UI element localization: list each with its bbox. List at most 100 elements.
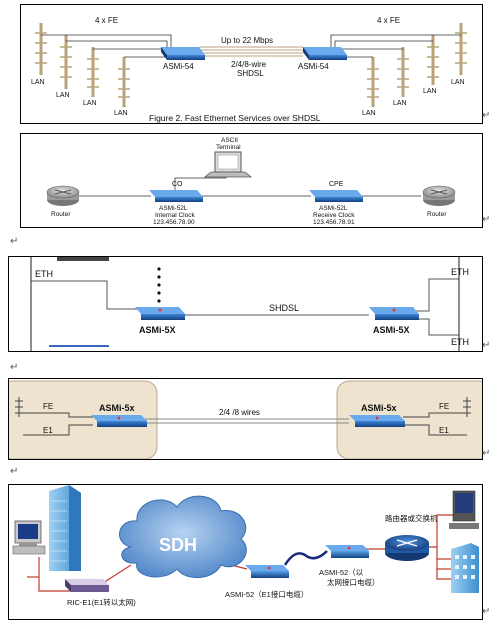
- device-right-label: ASMi-54: [298, 62, 329, 71]
- paragraph-mark: ↵: [482, 340, 491, 351]
- top-edge-bar: [57, 257, 109, 261]
- right-computer-icon: [449, 490, 479, 529]
- dotted-line: [157, 267, 161, 303]
- paragraph-mark: ↵: [10, 466, 19, 477]
- lan-label: LAN: [393, 100, 407, 107]
- terminal-label-1: ASCII: [221, 137, 238, 144]
- asmi52-e1-label: ASMI-52（E1接口电缆）: [225, 589, 308, 599]
- sdh-cloud-icon: [119, 495, 247, 578]
- panel-asmi5x-eth: ETH ETH ETH SHDSL ASMi-5X ASMi-5X: [8, 256, 483, 352]
- left-links: [15, 397, 93, 436]
- device-left-label: ASMi-5x: [99, 403, 135, 413]
- wire-label-2: SHDSL: [237, 69, 264, 78]
- paragraph-mark: ↵: [482, 448, 491, 459]
- eth-left-label: ETH: [35, 269, 53, 279]
- eth-right-top-label: ETH: [451, 267, 469, 277]
- eth-lines: [31, 278, 459, 336]
- paragraph-mark: ↵: [10, 362, 19, 373]
- right-links: [403, 397, 471, 436]
- device-right-label: ASMi-5x: [361, 403, 397, 413]
- asmi52-eth-label-1: ASMI-52（以: [319, 568, 364, 577]
- right-lan-poles: [371, 23, 463, 107]
- device-right-label: ASMi-5X: [373, 325, 410, 335]
- co-label: CO: [172, 181, 183, 188]
- asmi5x-right-device: [369, 307, 419, 320]
- ric-e1-device-icon: [65, 579, 109, 592]
- fe-right-label: FE: [439, 402, 449, 411]
- router-right-label: Router: [427, 211, 447, 218]
- wire-pair: [145, 418, 349, 424]
- bottom-edge-bar: [49, 345, 109, 347]
- router-left-icon: [46, 185, 80, 206]
- co-number: 123.456.78.90: [153, 219, 195, 226]
- wires-label: 2/4 /8 wires: [219, 408, 260, 417]
- fe-left-label: 4 x FE: [95, 16, 118, 25]
- lan-label: LAN: [423, 88, 437, 95]
- panel-asmi5x-fe-e1: FE E1 FE E1 ASMi-5x ASMi-5x 2/4 /8 wires: [8, 378, 483, 460]
- right-lan-ticks: [367, 32, 467, 98]
- shdsl-label: SHDSL: [269, 303, 299, 313]
- lan-label: LAN: [114, 110, 128, 117]
- panel-fast-ethernet-shdsl: 4 x FE 4 x FE Up to 22 Mbps 2/4/8-wire S…: [20, 4, 483, 124]
- cpe-label: CPE: [329, 181, 344, 188]
- figure-caption: Figure 2. Fast Ethernet Services over SH…: [149, 113, 321, 123]
- paragraph-mark: ↵: [482, 214, 491, 225]
- e1-right-label: E1: [439, 426, 449, 435]
- router-right-icon: [422, 185, 456, 206]
- asmi5x-left-device: [91, 415, 147, 427]
- diagram-fe-e1: FE E1 FE E1 ASMi-5x ASMi-5x 2/4 /8 wires: [9, 380, 482, 459]
- paragraph-mark: ↵: [10, 236, 19, 247]
- panel-sdh-network: SDH RIC-E1(E1转以太网) ASMI-52（E1接口电缆） ASMI-…: [8, 484, 483, 620]
- eth-right-bottom-label: ETH: [451, 337, 469, 347]
- diagram-fe-shdsl: 4 x FE 4 x FE Up to 22 Mbps 2/4/8-wire S…: [31, 16, 467, 123]
- e1-left-label: E1: [43, 426, 53, 435]
- fe-links: [41, 34, 461, 58]
- device-left-label: ASMi-54: [163, 62, 194, 71]
- device-left-label: ASMi-5X: [139, 325, 176, 335]
- ric-e1-label: RIC-E1(E1转以太网): [67, 597, 136, 607]
- lan-label: LAN: [451, 79, 465, 86]
- terminal-label-2: Terminal: [216, 144, 241, 151]
- left-lan-ticks: [35, 32, 130, 98]
- sdh-cloud-label: SDH: [159, 535, 197, 555]
- paragraph-mark: ↵: [482, 606, 491, 617]
- diagram-eth-shdsl: ETH ETH ETH SHDSL ASMi-5X ASMi-5X: [30, 257, 469, 351]
- lan-label: LAN: [56, 92, 70, 99]
- cpe-model: ASMi-52L: [319, 205, 348, 212]
- lan-label: LAN: [31, 79, 45, 86]
- asmi52-eth-label-2: 太网接口电缆）: [327, 577, 380, 587]
- left-building-icon: [49, 485, 81, 571]
- fe-left-label: FE: [43, 402, 53, 411]
- asmi52-ethernet-device-icon: [325, 545, 369, 558]
- left-site-box: [9, 380, 158, 459]
- diagram-co-cpe: ASCII Terminal CO CPE ASMi-52L Internal …: [46, 137, 456, 226]
- speed-label: Up to 22 Mbps: [221, 36, 273, 45]
- asmi5x-left-device: [135, 307, 185, 320]
- asmi52l-co-device: [149, 190, 203, 202]
- network-lines: [27, 514, 453, 592]
- right-site-box: [336, 380, 482, 459]
- panel-asmi52l-routers: ASCII Terminal CO CPE ASMi-52L Internal …: [20, 133, 483, 228]
- lan-label: LAN: [362, 110, 376, 117]
- paragraph-mark: ↵: [482, 110, 491, 121]
- co-model: ASMi-52L: [159, 205, 188, 212]
- asmi5x-right-device: [349, 415, 405, 427]
- asmi52-e1-device-icon: [245, 565, 289, 578]
- router-switch-icon: [385, 535, 429, 561]
- link-lines: [79, 174, 421, 197]
- left-lan-poles: [39, 23, 126, 107]
- ascii-terminal-icon: [203, 151, 253, 178]
- wire-label-1: 2/4/8-wire: [231, 60, 267, 69]
- co-clock: Internal Clock: [155, 212, 195, 219]
- right-building-icon: [451, 543, 479, 593]
- shdsl-cable: [199, 46, 303, 57]
- cpe-clock: Receive Clock: [313, 212, 355, 219]
- asmi54-left-device: [161, 47, 205, 60]
- asmi52l-cpe-device: [309, 190, 363, 202]
- cpe-number: 123.456.78.91: [313, 219, 355, 226]
- diagram-sdh: SDH RIC-E1(E1转以太网) ASMI-52（E1接口电缆） ASMI-…: [12, 485, 479, 607]
- router-switch-label: 路由器或交换机: [385, 513, 438, 523]
- router-left-label: Router: [51, 211, 71, 218]
- asmi54-right-device: [303, 47, 347, 60]
- fe-right-label: 4 x FE: [377, 16, 400, 25]
